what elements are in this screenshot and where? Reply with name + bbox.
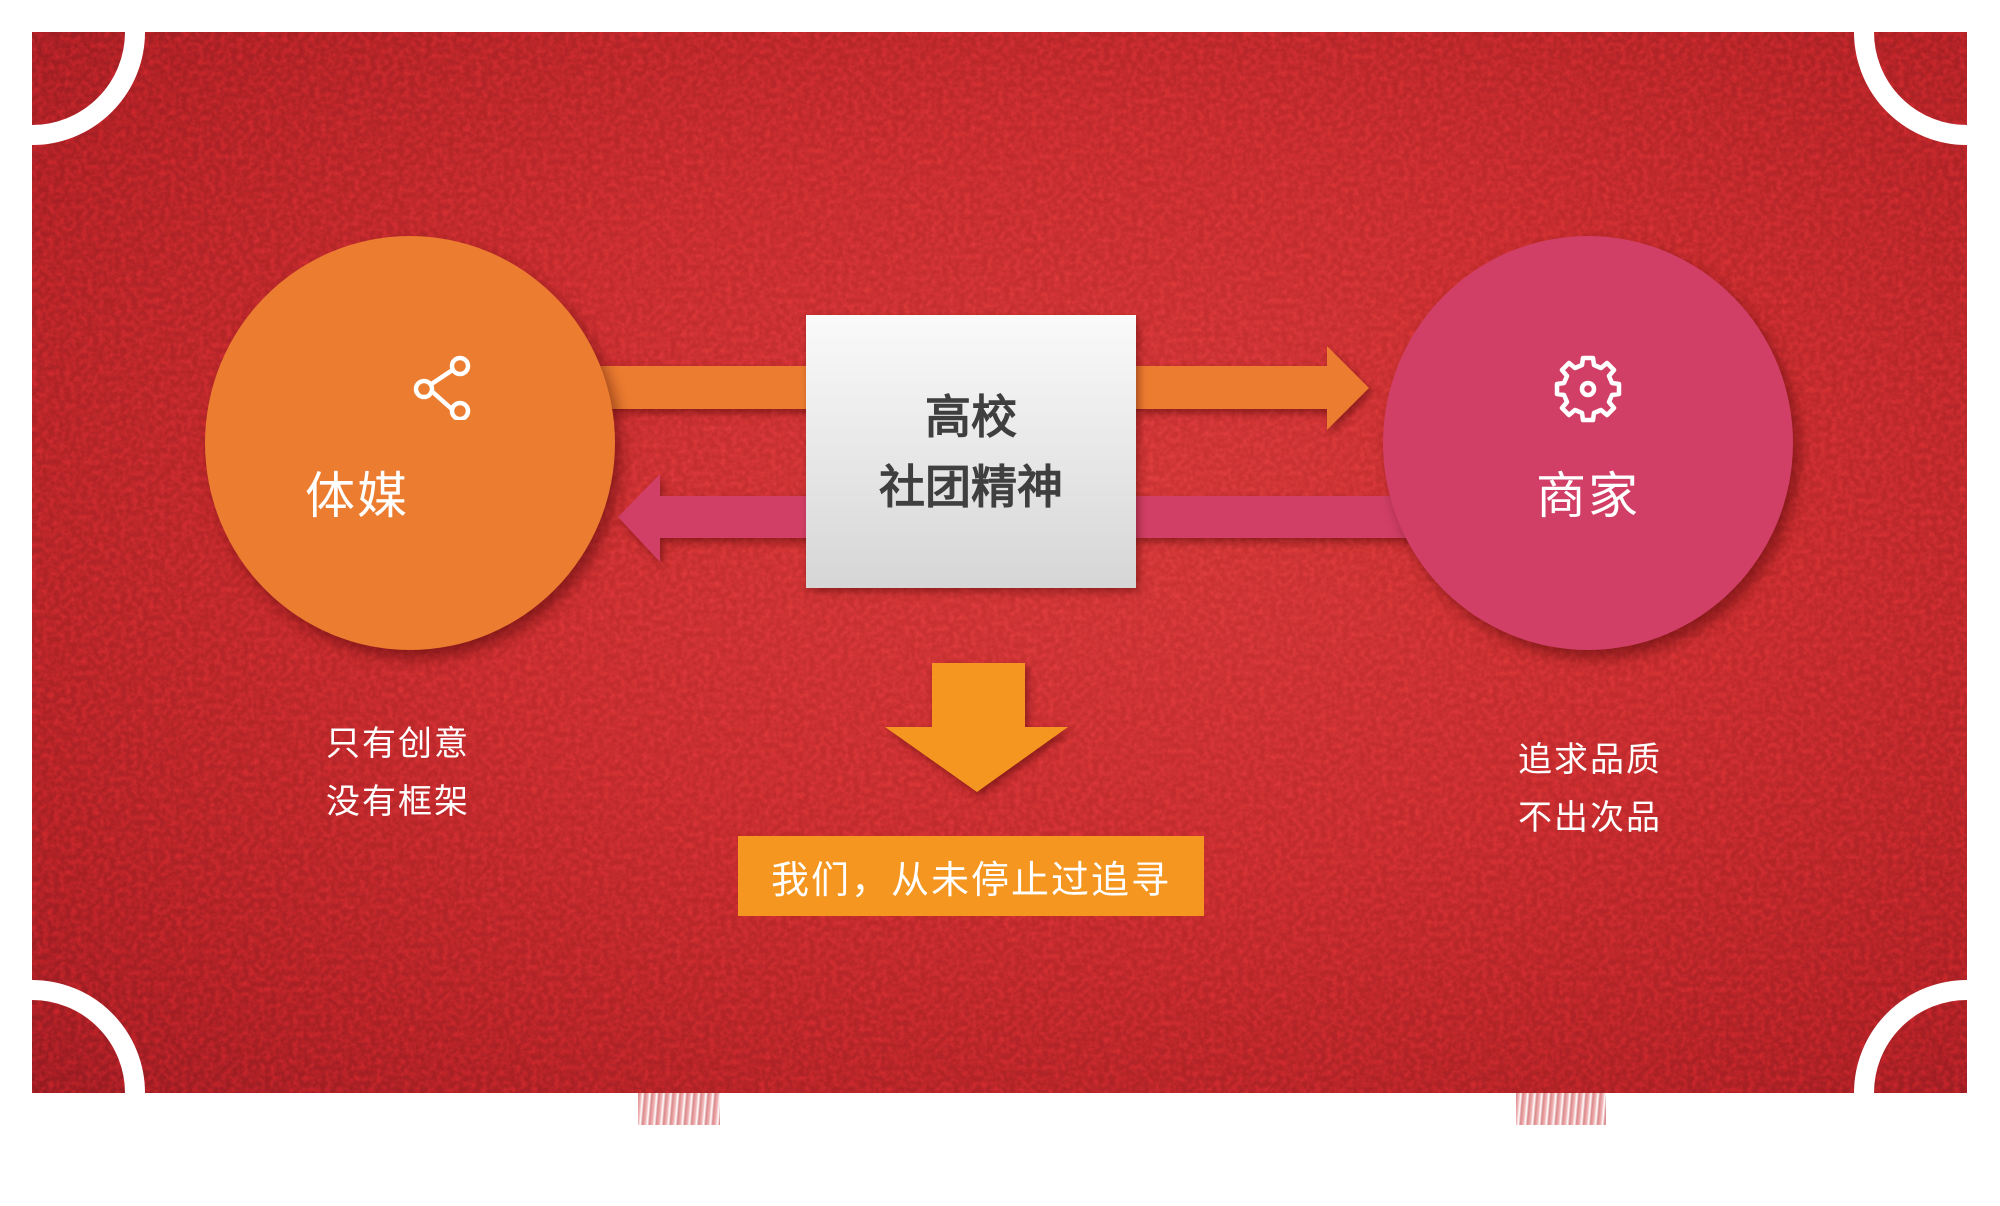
merchant-caption-line2: 不出次品 — [1518, 798, 1662, 838]
center-box-line1: 高校 — [925, 389, 1017, 444]
slogan-text: 我们，从未停止过追寻 — [770, 857, 1171, 902]
share-icon — [413, 355, 471, 420]
media-caption-line2: 没有框架 — [326, 782, 470, 822]
media-node: 体媒 — [205, 236, 615, 650]
arrow-down — [885, 663, 1068, 792]
merchant-node: 商家 — [1383, 236, 1793, 650]
gear-icon — [1554, 355, 1622, 423]
center-box-line2: 社团精神 — [879, 459, 1063, 514]
media-caption: 只有创意 没有框架 — [278, 715, 518, 831]
merchant-caption-line1: 追求品质 — [1518, 740, 1662, 780]
left-margin — [0, 0, 32, 1125]
slogan-banner: 我们，从未停止过追寻 — [738, 836, 1204, 916]
bottom-margin — [0, 1093, 2000, 1125]
merchant-caption: 追求品质 不出次品 — [1470, 731, 1710, 847]
bleed-mark-right — [1516, 1093, 1606, 1125]
media-node-title: 体媒 — [305, 467, 409, 525]
right-margin — [1967, 0, 2000, 1125]
bleed-mark-left — [638, 1093, 720, 1125]
center-box: 高校 社团精神 — [806, 315, 1136, 588]
merchant-node-title: 商家 — [1536, 467, 1640, 525]
top-margin — [0, 0, 2000, 32]
media-caption-line1: 只有创意 — [326, 724, 470, 764]
